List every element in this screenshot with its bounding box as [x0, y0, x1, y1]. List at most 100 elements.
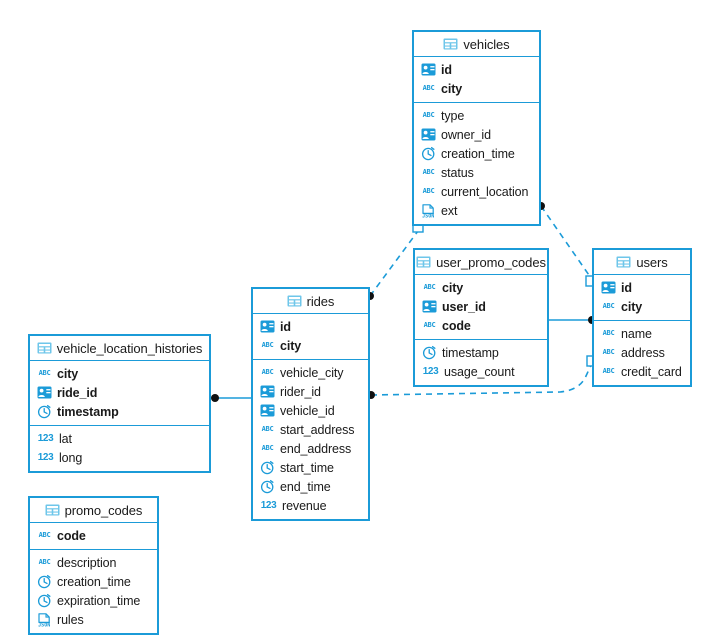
field-row-revenue[interactable]: 123 revenue [253, 496, 368, 515]
field-row-rider_id[interactable]: rider_id [253, 382, 368, 401]
123-icon: 123 [260, 499, 277, 511]
field-row-expiration_time[interactable]: expiration_time [30, 591, 157, 610]
relationship-edge-vehicles-to-upc[interactable] [369, 230, 419, 297]
field-row-end_time[interactable]: end_time [253, 477, 368, 496]
abc-icon: ABC [38, 530, 51, 539]
json-icon: JSON [421, 203, 436, 218]
many-endpoint-dot-vlh-to-rides [211, 394, 219, 402]
field-label: city [621, 299, 643, 314]
table-icon [616, 255, 631, 270]
field-label: city [442, 280, 464, 295]
field-label: address [621, 345, 665, 360]
table-header-vehicle_location_histories[interactable]: vehicle_location_histories [30, 336, 209, 361]
field-label: owner_id [441, 127, 491, 142]
abc-icon: ABC [422, 186, 435, 195]
id-badge-icon [37, 385, 52, 400]
field-label: revenue [282, 498, 327, 513]
table-header-users[interactable]: users [594, 250, 690, 275]
id-badge-icon [422, 299, 437, 314]
field-label: city [280, 338, 302, 353]
primary-key-row-id[interactable]: id [594, 278, 690, 297]
field-label: rules [57, 612, 84, 627]
table-header-rides[interactable]: rides [253, 289, 368, 314]
table-header-user_promo_codes[interactable]: user_promo_codes [415, 250, 547, 275]
id-badge-icon [260, 403, 275, 418]
abc-icon: ABC [602, 301, 615, 310]
table-title: rides [306, 293, 335, 309]
primary-key-row-user_id[interactable]: user_id [415, 297, 547, 316]
table-title: promo_codes [64, 502, 143, 518]
primary-key-row-ride_id[interactable]: ride_id [30, 383, 209, 402]
field-label: code [442, 318, 471, 333]
clock-icon [260, 479, 275, 494]
table-header-vehicles[interactable]: vehicles [414, 32, 539, 57]
field-label: status [441, 165, 474, 180]
abc-icon: ABC [602, 328, 615, 337]
field-row-name[interactable]: ABC name [594, 324, 690, 343]
field-label: expiration_time [57, 593, 141, 608]
field-label: vehicle_id [280, 403, 335, 418]
field-row-vehicle_id[interactable]: vehicle_id [253, 401, 368, 420]
field-row-owner_id[interactable]: owner_id [414, 125, 539, 144]
id-badge-icon [260, 384, 275, 399]
field-row-address[interactable]: ABC address [594, 343, 690, 362]
field-label: creation_time [57, 574, 131, 589]
abc-icon: ABC [422, 110, 435, 119]
abc-icon: ABC [602, 347, 615, 356]
primary-key-row-city[interactable]: ABC city [594, 297, 690, 316]
field-label: id [621, 280, 632, 295]
primary-key-row-timestamp[interactable]: timestamp [30, 402, 209, 421]
svg-text:JSON: JSON [38, 622, 50, 627]
primary-key-row-id[interactable]: id [253, 317, 368, 336]
clock-icon [37, 404, 52, 419]
table-header-promo_codes[interactable]: promo_codes [30, 498, 157, 523]
field-row-timestamp[interactable]: timestamp [415, 343, 547, 362]
field-row-rules[interactable]: JSON rules [30, 610, 157, 629]
field-row-creation_time[interactable]: creation_time [30, 572, 157, 591]
abc-icon: ABC [261, 443, 274, 452]
field-label: name [621, 326, 652, 341]
field-label: end_time [280, 479, 331, 494]
field-row-start_time[interactable]: start_time [253, 458, 368, 477]
clock-icon [421, 146, 436, 161]
field-row-creation_time[interactable]: creation_time [414, 144, 539, 163]
primary-key-row-id[interactable]: id [414, 60, 539, 79]
primary-key-row-city[interactable]: ABC city [253, 336, 368, 355]
primary-key-row-code[interactable]: ABC code [415, 316, 547, 335]
table-icon [443, 37, 458, 52]
abc-icon: ABC [261, 424, 274, 433]
abc-icon: ABC [423, 320, 436, 329]
abc-icon: ABC [38, 368, 51, 377]
abc-icon: ABC [261, 340, 274, 349]
field-label: id [280, 319, 291, 334]
table-title: vehicles [463, 36, 510, 52]
